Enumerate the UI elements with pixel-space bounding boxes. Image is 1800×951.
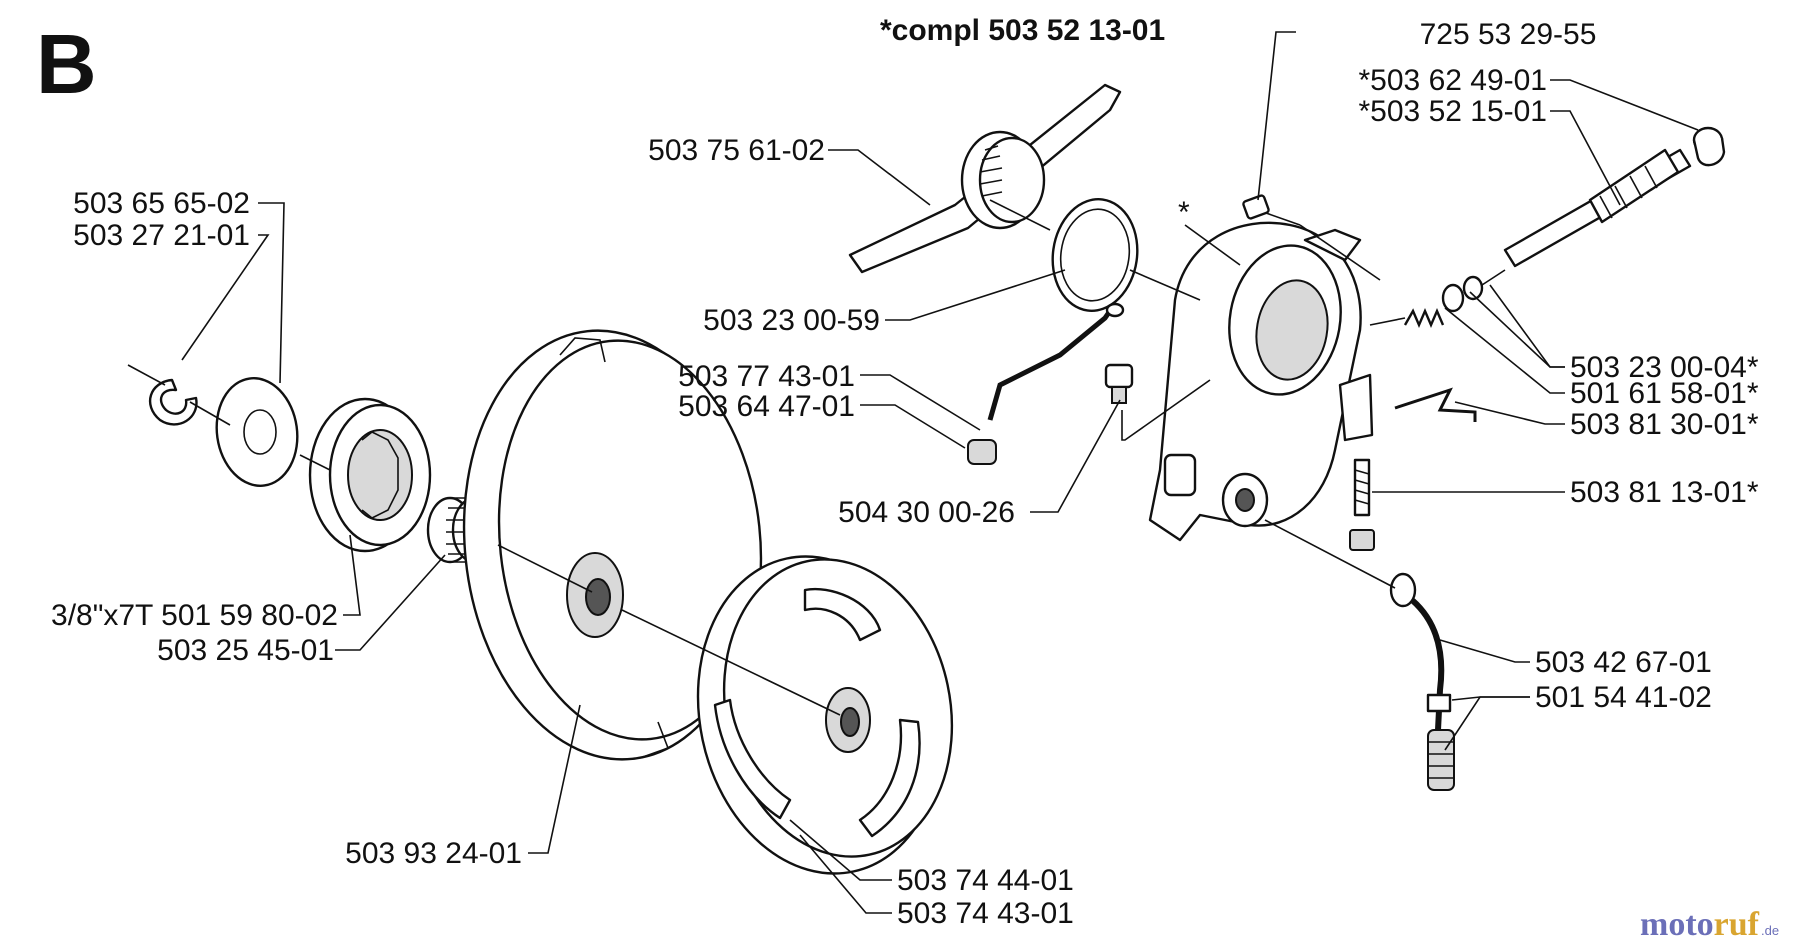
spring-washer-part: [1403, 275, 1484, 329]
oil-pump-plate-part: [848, 83, 1122, 274]
assembly-title: *compl 503 52 13-01: [880, 14, 1165, 47]
label-503-74-44-01: 503 74 44-01: [897, 864, 1074, 897]
watermark-part2: ruf: [1714, 906, 1760, 943]
clip-part: [1394, 387, 1477, 422]
seal-part: [967, 439, 997, 465]
section-letter: B: [36, 17, 97, 111]
washer-part: [215, 377, 299, 487]
label-503-23-00-59: 503 23 00-59: [703, 304, 880, 337]
label-501-54-41-02: 501 54 41-02: [1535, 681, 1712, 714]
label-503-77-43-01: 503 77 43-01: [678, 360, 855, 393]
shaft-cap-part: [1692, 126, 1726, 167]
label-501-59-80-02: 3/8"x7T 501 59 80-02: [51, 599, 338, 632]
label-503-52-15-01: *503 52 15-01: [1359, 95, 1548, 128]
label-503-74-43-01: 503 74 43-01: [897, 897, 1074, 930]
svg-text:motoruf.de: motoruf.de: [1640, 906, 1779, 943]
suction-hose-part: [1389, 572, 1452, 731]
leader-lines: [127, 31, 1699, 914]
adjuster-screw-part: [1349, 458, 1375, 551]
label-501-61-58-01: 501 61 58-01*: [1570, 377, 1759, 410]
label-503-65-65-02: 503 65 65-02: [73, 187, 250, 220]
oil-pump-body-part: [1148, 221, 1374, 542]
part-labels: 725 53 29-55 *503 62 49-01 *503 52 15-01…: [51, 18, 1759, 930]
circlip-part: [149, 378, 198, 426]
label-725-53-29-55: 725 53 29-55: [1420, 18, 1597, 51]
watermark-logo: motoruf.de: [1640, 906, 1779, 943]
label-503-81-30-01: 503 81 30-01*: [1570, 408, 1759, 441]
watermark-part1: moto: [1640, 906, 1714, 943]
watermark-suffix: .de: [1761, 923, 1779, 938]
label-503-62-49-01: *503 62 49-01: [1359, 64, 1548, 97]
label-503-42-67-01: 503 42 67-01: [1535, 646, 1712, 679]
label-503-25-45-01: 503 25 45-01: [157, 634, 334, 667]
label-503-81-13-01: 503 81 13-01*: [1570, 476, 1759, 509]
oil-pipe-part: [987, 302, 1125, 421]
clutch-shoes-part: [696, 555, 954, 875]
rim-sprocket-part: [308, 397, 432, 553]
clutch-drum-part: [462, 329, 763, 761]
asterisk-marker: *: [1178, 196, 1190, 229]
oil-filter-part: [1427, 729, 1455, 791]
o-ring-part: [1051, 198, 1139, 312]
fitting-part: [1104, 363, 1134, 404]
label-503-23-00-04: 503 23 00-04*: [1570, 351, 1759, 384]
screw-part: [1242, 194, 1301, 226]
pump-shaft-part: [1503, 148, 1692, 268]
label-503-27-21-01: 503 27 21-01: [73, 219, 250, 252]
label-503-93-24-01: 503 93 24-01: [345, 837, 522, 870]
label-504-30-00-26: 504 30 00-26: [838, 496, 1015, 529]
label-503-75-61-02: 503 75 61-02: [648, 134, 825, 167]
label-503-64-47-01: 503 64 47-01: [678, 390, 855, 423]
